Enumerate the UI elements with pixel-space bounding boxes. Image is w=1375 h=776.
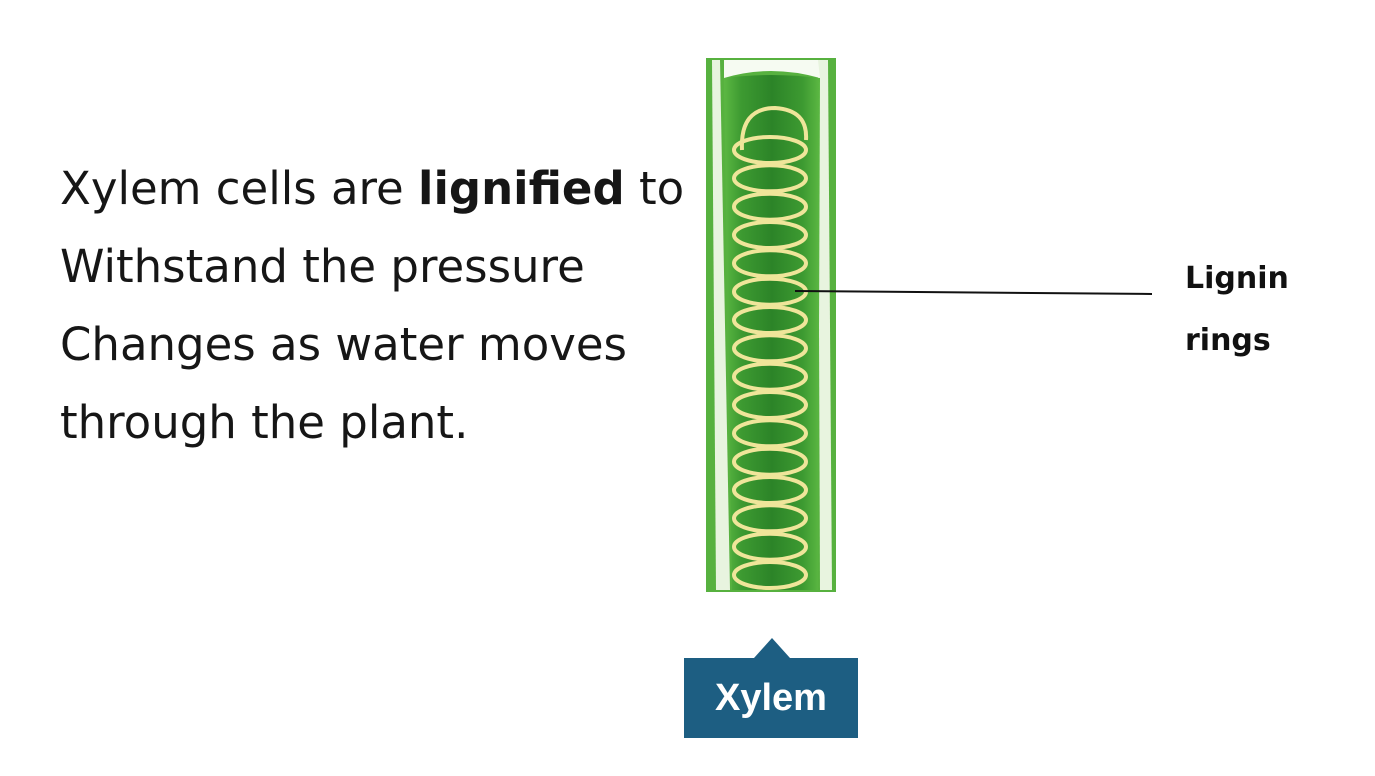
xylem-vessel-opening [724,60,820,78]
lignin-ring [732,191,808,222]
xylem-label-text: Xylem [715,676,827,719]
lignin-ring [732,305,808,335]
lignin-ring [732,560,808,590]
lignin-ring [732,446,808,477]
lignin-ring [732,163,808,194]
lignin-label-line-1: Lignin [1185,261,1289,296]
description-line-1: Xylem cells are lignified to [60,150,684,228]
lignin-rings-label: Lignin rings [1185,248,1289,372]
lignin-ring [732,503,808,534]
lignin-ring [732,418,808,449]
description-text: Xylem cells are lignified to Withstand t… [60,150,684,462]
lignin-pointer-line [794,290,1153,295]
xylem-vessel-left-wall [712,60,730,590]
lignin-ring [732,390,808,420]
description-line-2: Withstand the pressure [60,240,585,293]
lignin-ring [732,220,808,250]
lignin-ring [732,333,808,364]
description-line-1-end: to [624,162,685,215]
lignin-ring [732,248,808,279]
lignin-ring [732,135,808,165]
xylem-label-tag: Xylem [684,638,858,738]
lignin-ring [732,475,808,505]
xylem-vessel-right-wall [818,60,832,590]
lignin-label-line-2: rings [1185,323,1271,358]
lignified-word: lignified [418,162,625,215]
lignin-ring [732,531,808,562]
description-line-3: Changes as water moves [60,318,628,371]
lignin-ring [732,361,808,392]
lignin-rings [732,105,809,590]
description-line-1-start: Xylem cells are [60,162,419,215]
lignin-ring-top-curl [739,105,809,151]
description-line-4: through the plant. [60,396,469,449]
